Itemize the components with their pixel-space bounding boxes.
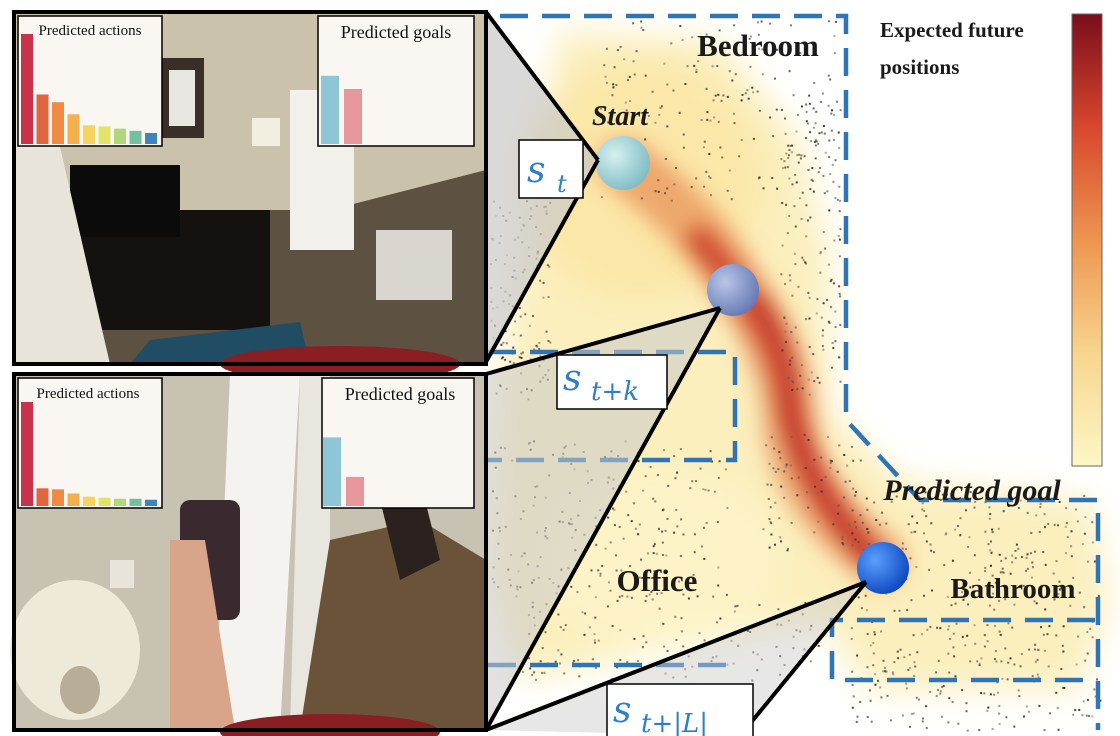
office-label: Office: [617, 563, 698, 598]
bars-actions-top: [21, 34, 157, 144]
action-top-bar-3: [52, 102, 64, 144]
goal-sphere: [857, 542, 909, 594]
inset-actions-bottom: Predicted actions: [17, 377, 163, 509]
colorbar-title-line1: Expected future: [880, 18, 1024, 42]
cone-goal-edge-2: [738, 580, 868, 736]
inset-goals-top: Predicted goals: [317, 15, 475, 147]
inset-actions-bottom-label: Predicted actions: [37, 386, 140, 402]
action-top-bar-5: [83, 125, 95, 144]
action-bottom-bar-1: [21, 402, 33, 506]
goal-top-bar-1: [321, 75, 339, 144]
svg-text:t+k: t+k: [591, 377, 639, 407]
svg-text:t: t: [557, 170, 567, 198]
inset-actions-top-label: Predicted actions: [39, 23, 142, 39]
action-top-bar-4: [67, 114, 80, 144]
svg-text:s: s: [527, 150, 545, 191]
action-bottom-bar-7: [114, 498, 126, 506]
inset-actions-top: Predicted actions: [17, 15, 163, 147]
bedroom-label: Bedroom: [697, 28, 819, 63]
inset-goals-bottom-label: Predicted goals: [345, 384, 455, 404]
goal-top-bar-2: [344, 89, 362, 144]
action-bottom-bar-6: [98, 497, 111, 506]
inset-goals-bottom: Predicted goals: [321, 377, 475, 509]
goal-bottom-bar-2: [346, 476, 364, 506]
bars-goals-top: [321, 75, 362, 144]
state-label-stk: s t+k: [556, 354, 668, 410]
start-label: Start: [592, 101, 649, 132]
state-label-stl: s t+|L|: [606, 683, 754, 736]
svg-text:s: s: [563, 358, 581, 399]
cone-bottom-edge-1: [485, 306, 721, 376]
bars-actions-bottom: [21, 402, 157, 506]
bars-goals-bottom: [323, 437, 364, 506]
inset-goals-top-label: Predicted goals: [341, 22, 451, 42]
predicted-goal-label: Predicted goal: [882, 474, 1061, 507]
action-bottom-bar-9: [145, 499, 157, 506]
svg-text:t+|L|: t+|L|: [641, 709, 708, 736]
goal-bottom-bar-1: [323, 437, 341, 506]
action-top-bar-2: [36, 94, 49, 144]
intermediate-sphere: [707, 264, 759, 316]
bathroom-inner-border: [829, 617, 1095, 683]
action-top-bar-9: [145, 133, 157, 144]
cone-bottom-edge-2: [484, 307, 722, 731]
start-sphere: [596, 136, 650, 190]
action-bottom-bar-4: [67, 493, 80, 506]
cone-goal-edge-1: [485, 580, 867, 732]
action-bottom-bar-5: [83, 496, 95, 506]
action-bottom-bar-3: [52, 489, 64, 506]
state-label-st: s t: [518, 139, 584, 199]
action-bottom-bar-2: [36, 488, 49, 506]
cone-top-edge-1: [484, 10, 600, 162]
floor-map: Bedroom Office Bathroom Start Predicted …: [486, 0, 1120, 736]
action-top-bar-6: [98, 126, 111, 144]
colorbar-gradient: [1071, 13, 1103, 467]
action-top-bar-8: [129, 130, 142, 144]
action-top-bar-7: [114, 128, 126, 144]
svg-text:s: s: [613, 690, 631, 731]
bedroom-border: [500, 13, 1101, 730]
bathroom-label: Bathroom: [950, 573, 1075, 605]
action-top-bar-1: [21, 34, 33, 144]
colorbar: Expected future positions: [880, 13, 1103, 467]
colorbar-title-line2: positions: [880, 55, 959, 79]
action-bottom-bar-8: [129, 498, 142, 506]
